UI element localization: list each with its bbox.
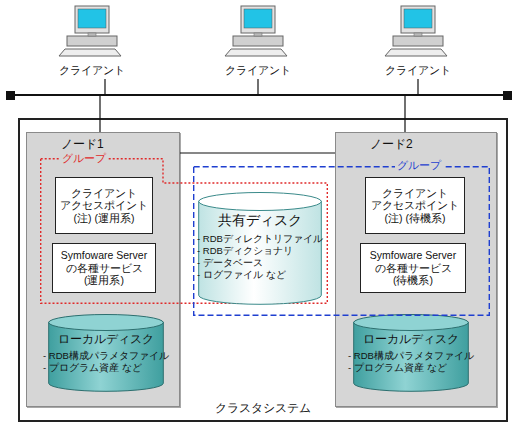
service-text: クライアント アクセスポイント (注) (運用系): [60, 187, 148, 225]
client-computer: [59, 6, 121, 56]
disk-title: ローカルディスク: [363, 332, 459, 347]
network-drop: [104, 79, 105, 95]
service-text: Symfoware Server の各種サービス (待機系): [364, 249, 462, 287]
service-text: Symfoware Server の各種サービス (運用系): [55, 249, 153, 287]
cluster-box: クラスタシステム ノード1クライアント アクセスポイント (注) (運用系)Sym…: [18, 118, 508, 422]
disk-content-item: - RDBディクショナリ: [197, 245, 293, 257]
node-box: ノード2 クライアント アクセスポイント (注) (待機系) Symfoware S…: [335, 132, 497, 407]
disk-content-item: - データベース: [197, 257, 263, 269]
disk-content-item: - プログラム資産 など: [348, 362, 446, 374]
cylinder-top: [199, 193, 322, 211]
cylinder-top: [354, 315, 469, 331]
group-title: グループ: [395, 158, 443, 173]
cluster-title: クラスタシステム: [209, 400, 317, 417]
network-terminator: [503, 91, 512, 100]
network-drop: [257, 79, 258, 95]
client-label: クライアント: [59, 63, 125, 78]
client-computer: [385, 6, 447, 56]
disk-cylinder: ローカルディスク- RDB構成パラメタファイル- プログラム資産 など: [48, 314, 164, 392]
group-outline-line: [41, 159, 328, 304]
network-line: [12, 94, 506, 96]
disk-title: 共有ディスク: [218, 212, 302, 230]
client-label: クライアント: [225, 63, 291, 78]
service-box: Symfoware Server の各種サービス (待機系): [360, 243, 466, 293]
client-label: クライアント: [385, 63, 451, 78]
disk-title: ローカルディスク: [58, 332, 154, 347]
service-text: クライアント アクセスポイント (注) (待機系): [371, 187, 459, 225]
network-drop: [99, 95, 100, 132]
network-terminator: [6, 91, 15, 100]
network-drop: [417, 79, 418, 95]
node-box: ノード1クライアント アクセスポイント (注) (運用系)Symfoware S…: [26, 132, 180, 407]
node-title: ノード2: [370, 136, 413, 153]
client-computer: [225, 6, 287, 56]
service-box: Symfoware Server の各種サービス (運用系): [52, 243, 156, 293]
disk-content-item: - ログファイル など: [197, 269, 285, 281]
cylinder-text: 共有ディスク - RDBディレクトリファイル- RDBディクショナリ- データベー…: [198, 212, 322, 281]
disk-cylinder: ローカルディスク- RDB構成パラメタファイル- プログラム資産 など: [353, 314, 469, 392]
disk-content-item: - RDB構成パラメタファイル: [348, 350, 474, 362]
service-box: クライアント アクセスポイント (注) (待機系): [365, 177, 465, 234]
cylinder-text: ローカルディスク- RDB構成パラメタファイル- プログラム資産 など: [48, 332, 164, 374]
cylinder-list: - RDB構成パラメタファイル- プログラム資産 など: [43, 350, 169, 374]
disk-content-item: - RDBディレクトリファイル: [197, 233, 323, 245]
interconnect-line: [180, 152, 335, 153]
service-box: クライアント アクセスポイント (注) (運用系): [55, 177, 153, 234]
group-title: グループ: [60, 151, 108, 166]
cylinder-top: [49, 315, 164, 331]
network-drop: [404, 95, 405, 132]
cylinder-text: ローカルディスク- RDB構成パラメタファイル- プログラム資産 など: [353, 332, 469, 374]
disk-cylinder: 共有ディスク - RDBディレクトリファイル- RDBディクショナリ- データベー…: [198, 192, 322, 305]
disk-content-item: - RDB構成パラメタファイル: [43, 350, 169, 362]
cylinder-list: - RDB構成パラメタファイル- プログラム資産 など: [348, 350, 474, 374]
cylinder-list: - RDBディレクトリファイル- RDBディクショナリ- データベース- ログフ…: [197, 233, 323, 281]
disk-content-item: - プログラム資産 など: [43, 362, 141, 374]
